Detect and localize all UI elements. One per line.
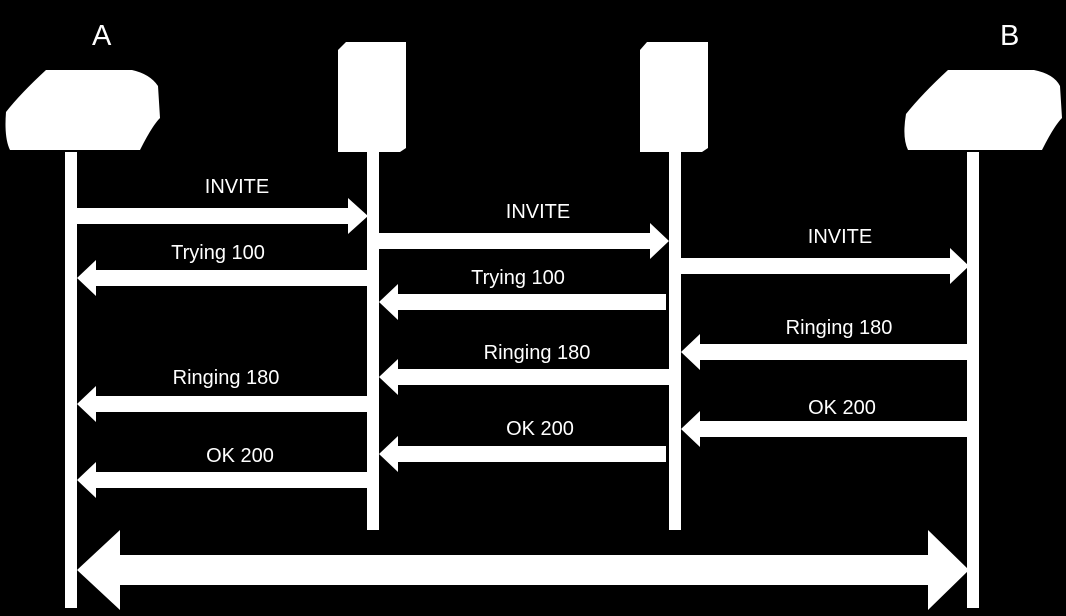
message-arrow	[379, 359, 669, 395]
lifeline-a	[65, 152, 77, 608]
message-arrow	[77, 462, 367, 498]
endpoint-b-label: B	[1000, 20, 1020, 52]
message-label: INVITE	[807, 226, 873, 248]
message-label: Trying 100	[471, 267, 565, 289]
message-arrow	[379, 223, 669, 259]
message-label: INVITE	[505, 201, 571, 223]
message-arrow	[681, 248, 969, 284]
message-label: Ringing 180	[483, 342, 591, 364]
message-arrow	[77, 386, 367, 422]
message-label: OK 200	[808, 397, 876, 419]
media-stream-arrow	[77, 530, 969, 610]
message-label: Ringing 180	[785, 317, 893, 339]
lifeline-b	[967, 152, 979, 608]
lifeline-proxy-1	[367, 152, 379, 530]
message-arrow	[77, 198, 368, 234]
telephone-icon	[5, 70, 160, 150]
message-label: OK 200	[206, 445, 274, 467]
message-label: OK 200	[506, 418, 574, 440]
message-arrow	[379, 284, 666, 320]
server-icon	[640, 42, 708, 152]
endpoint-a-label: A	[92, 20, 112, 52]
message-label: Ringing 180	[172, 367, 280, 389]
message-arrow	[681, 334, 967, 370]
lifeline-proxy-2	[669, 152, 681, 530]
message-arrow	[77, 260, 367, 296]
telephone-icon	[904, 70, 1062, 150]
message-label: Trying 100	[171, 242, 265, 264]
message-arrow	[379, 436, 666, 472]
message-label: INVITE	[204, 176, 270, 198]
server-icon	[338, 42, 406, 152]
message-arrow	[681, 411, 967, 447]
